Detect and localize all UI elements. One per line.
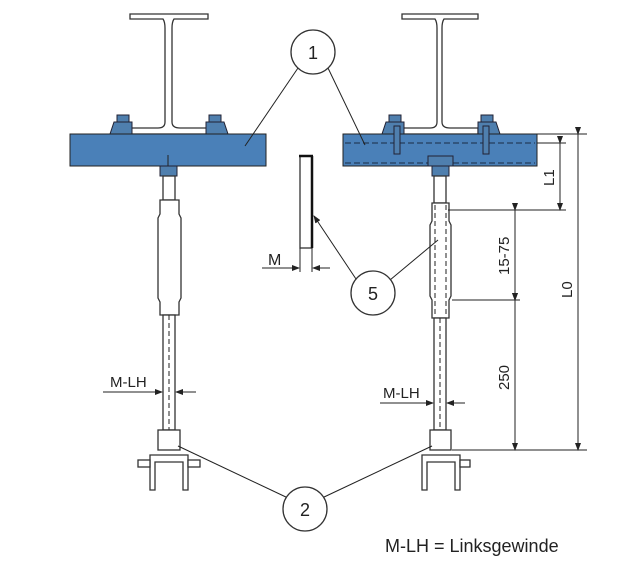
- right-channel-clamp: [421, 454, 461, 491]
- left-turnbuckle: [157, 199, 182, 316]
- left-mounting-plate: [69, 133, 267, 167]
- callout-2: 2: [282, 486, 328, 532]
- dimension-lines: [448, 127, 587, 451]
- dim-l1-label: L1: [541, 169, 558, 186]
- left-assembly: [69, 13, 267, 491]
- dim-l0-label: L0: [559, 281, 576, 298]
- dim-m-label: M: [268, 252, 281, 269]
- svg-text:2: 2: [300, 500, 310, 520]
- left-channel-clamp: [149, 454, 189, 491]
- right-assembly: [342, 13, 538, 491]
- dim-m-lh-left: M-LH: [103, 374, 196, 395]
- left-top-nut: [159, 165, 178, 177]
- callout-5: 5: [350, 270, 396, 316]
- dim-250-label: 250: [496, 365, 513, 390]
- right-top-nut: [431, 165, 450, 177]
- dim-m-lh-right: M-LH: [380, 385, 465, 406]
- legend-text: M-LH = Linksgewinde: [385, 536, 559, 556]
- right-i-beam: [401, 13, 479, 135]
- threaded-rod-detail: M: [262, 154, 330, 272]
- svg-text:M-LH: M-LH: [110, 374, 147, 391]
- leader-lines: [177, 67, 439, 499]
- dim-range-label: 15-75: [496, 237, 513, 275]
- callout-1: 1: [290, 29, 336, 75]
- left-bottom-nut: [157, 429, 181, 451]
- svg-text:5: 5: [368, 284, 378, 304]
- right-bottom-nut: [429, 429, 452, 451]
- svg-text:M-LH: M-LH: [383, 385, 420, 402]
- left-i-beam: [129, 13, 209, 135]
- right-turnbuckle: [429, 202, 452, 319]
- svg-text:1: 1: [308, 43, 318, 63]
